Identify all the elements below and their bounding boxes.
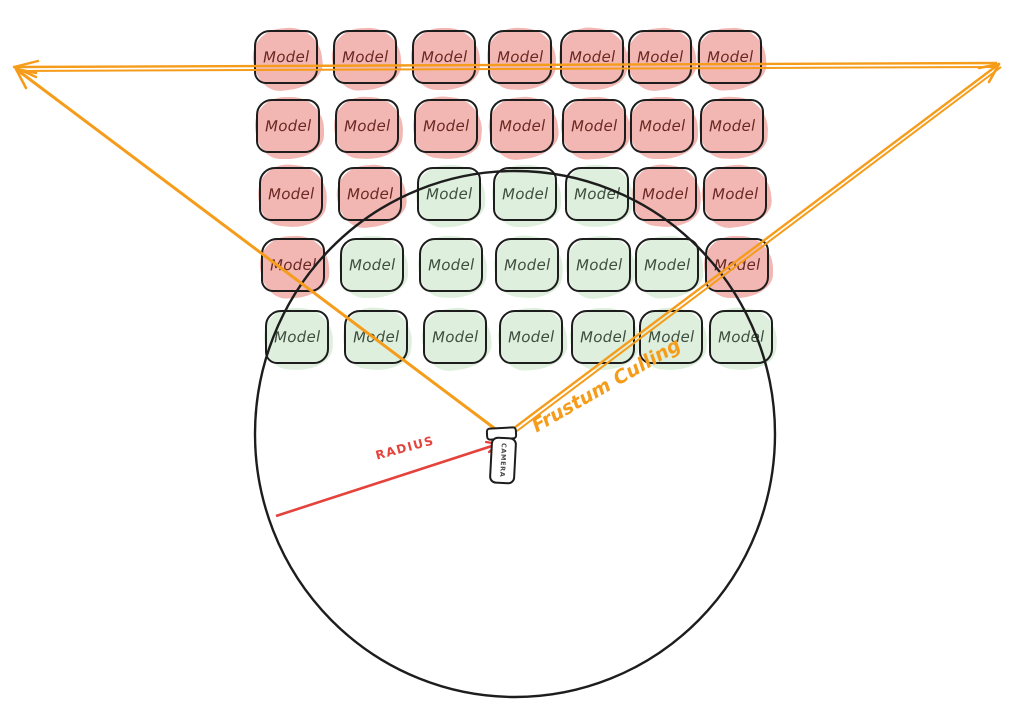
model-box: Model — [344, 310, 408, 364]
model-box-label: Model — [422, 116, 470, 136]
model-box: Model — [628, 30, 692, 84]
model-box-label: Model — [643, 255, 691, 275]
model-box-label: Model — [343, 116, 391, 136]
model-box: Model — [256, 99, 320, 153]
camera-label: CAMERA — [498, 443, 508, 478]
model-box: Model — [700, 99, 764, 153]
model-box-label: Model — [708, 116, 756, 136]
model-box-label: Model — [264, 116, 312, 136]
model-box-label: Model — [711, 184, 759, 204]
model-box-label: Model — [507, 327, 555, 347]
model-box-label: Model — [713, 255, 761, 275]
model-box: Model — [412, 30, 476, 84]
model-box: Model — [419, 238, 483, 292]
model-box: Model — [495, 238, 559, 292]
model-box-label: Model — [570, 116, 618, 136]
model-box-label: Model — [341, 47, 389, 67]
model-box-label: Model — [641, 184, 689, 204]
camera-icon: CAMERA — [480, 424, 525, 489]
model-box-label: Model — [269, 255, 317, 275]
model-box-label: Model — [496, 47, 544, 67]
model-box-label: Model — [501, 184, 549, 204]
model-box: Model — [560, 30, 624, 84]
model-box: Model — [698, 30, 762, 84]
model-box-label: Model — [273, 327, 321, 347]
model-box: Model — [333, 30, 397, 84]
model-box-label: Model — [636, 47, 684, 67]
model-box: Model — [414, 99, 478, 153]
model-box-label: Model — [431, 327, 479, 347]
model-box-label: Model — [425, 184, 473, 204]
model-box: Model — [567, 238, 631, 292]
model-box: Model — [703, 167, 767, 221]
model-box: Model — [493, 167, 557, 221]
model-box-label: Model — [346, 184, 394, 204]
model-box-label: Model — [420, 47, 468, 67]
model-box-label: Model — [568, 47, 616, 67]
model-box: Model — [417, 167, 481, 221]
model-box-label: Model — [262, 47, 310, 67]
model-box: Model — [562, 99, 626, 153]
model-box-label: Model — [573, 184, 621, 204]
model-box: Model — [705, 238, 769, 292]
model-box: Model — [335, 99, 399, 153]
model-box-label: Model — [427, 255, 475, 275]
model-box-label: Model — [638, 116, 686, 136]
model-box: Model — [571, 310, 635, 364]
model-box-label: Model — [717, 327, 765, 347]
model-box-label: Model — [575, 255, 623, 275]
model-box: Model — [490, 99, 554, 153]
model-box: Model — [565, 167, 629, 221]
model-box: Model — [423, 310, 487, 364]
model-box: Model — [635, 238, 699, 292]
camera-body: CAMERA — [488, 436, 518, 485]
model-box: Model — [254, 30, 318, 84]
model-box: Model — [338, 167, 402, 221]
model-box-label: Model — [706, 47, 754, 67]
model-box: Model — [261, 238, 325, 292]
model-box: Model — [488, 30, 552, 84]
model-box: Model — [259, 167, 323, 221]
model-box-label: Model — [352, 327, 400, 347]
model-box: Model — [265, 310, 329, 364]
model-box-label: Model — [348, 255, 396, 275]
model-box-label: Model — [267, 184, 315, 204]
model-box: Model — [630, 99, 694, 153]
model-box: Model — [499, 310, 563, 364]
model-box-label: Model — [579, 327, 627, 347]
model-box: Model — [340, 238, 404, 292]
model-box-label: Model — [503, 255, 551, 275]
model-box: Model — [709, 310, 773, 364]
model-box: Model — [633, 167, 697, 221]
model-box-label: Model — [498, 116, 546, 136]
